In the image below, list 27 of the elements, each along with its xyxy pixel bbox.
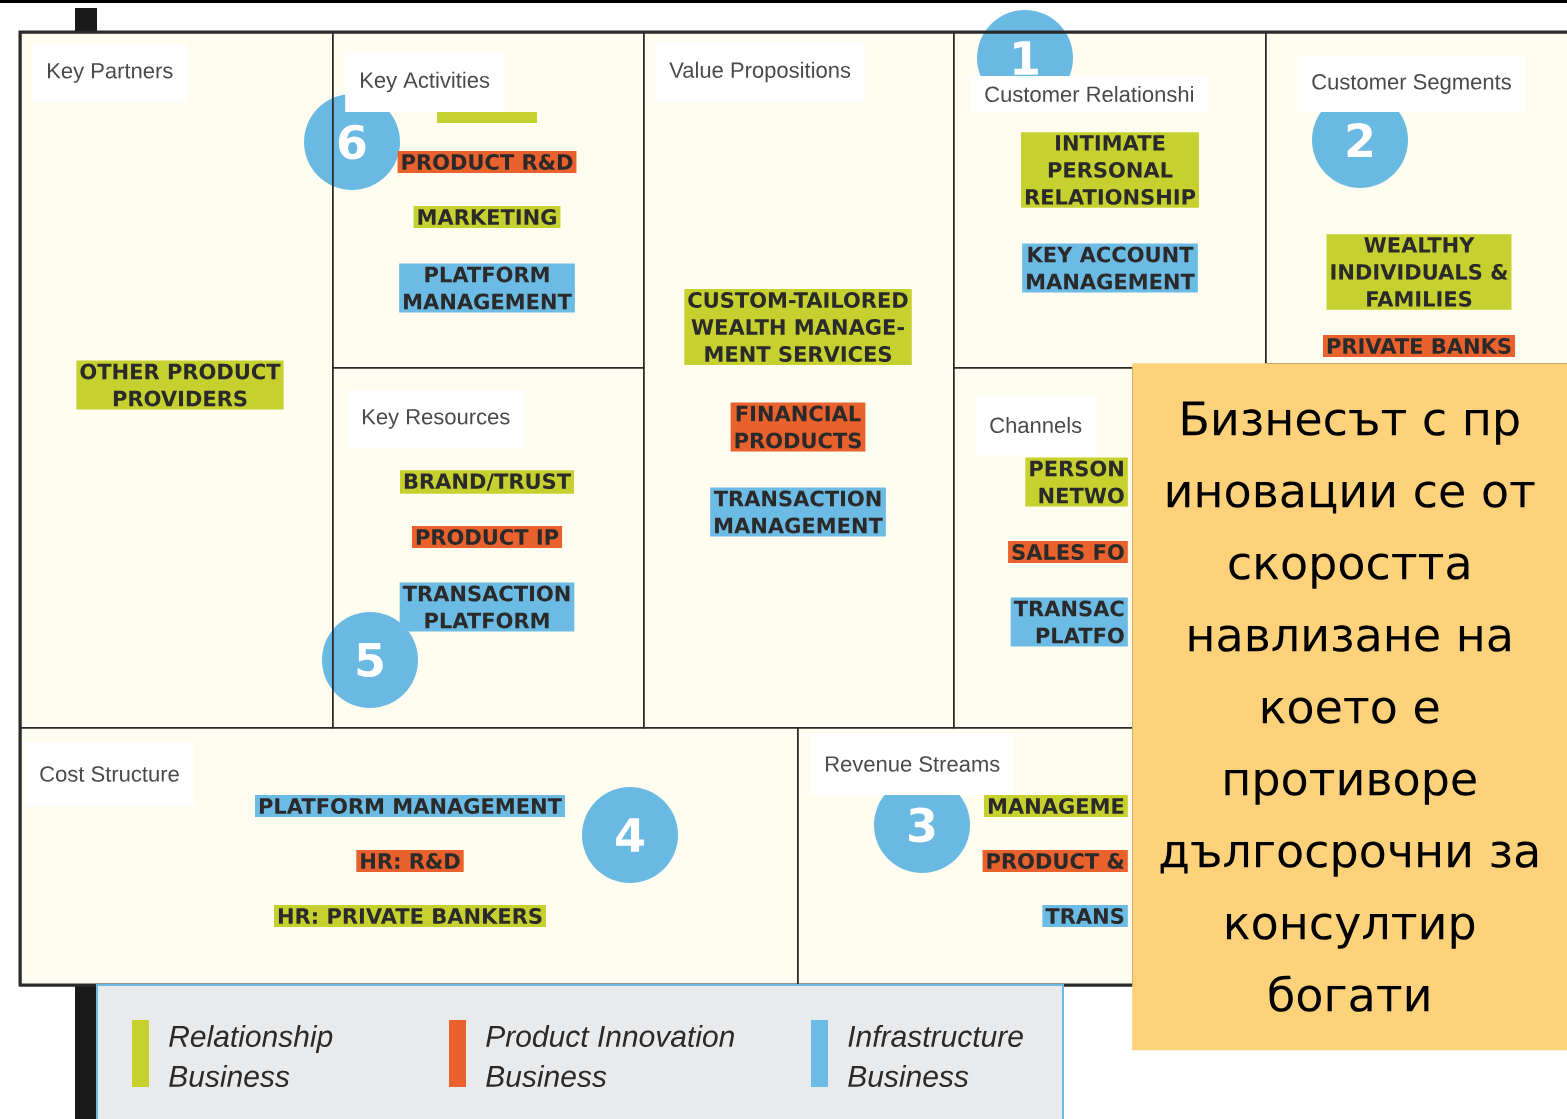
highlighted-label: PRODUCT & xyxy=(982,850,1128,872)
highlighted-label: PERSON NETWO xyxy=(1025,457,1128,507)
highlighted-label: HR: R&D xyxy=(356,850,464,872)
legend-label: Product Innovation Business xyxy=(486,1025,734,1088)
highlighted-label: OTHER PRODUCT PROVIDERS xyxy=(76,360,284,410)
highlighted-label: PRODUCT IP xyxy=(411,526,563,548)
highlighted-label: CUSTOM-TAILORED WEALTH MANAGE- MENT SERVICES xyxy=(684,289,912,365)
highlighted-label: SALES FO xyxy=(1008,541,1128,563)
highlighted-label: FINANCIAL PRODUCTS xyxy=(730,402,866,452)
highlighted-label: MARKETING xyxy=(413,206,561,228)
highlighted-label: TRANS xyxy=(1042,905,1128,927)
highlighted-label: WEALTHY INDIVIDUALS & FAMILIES xyxy=(1326,234,1512,310)
note-box: Бизнесът с пр иновации се от скоростта навлизане на което е противоре дългосрочни за консултир богати xyxy=(1132,363,1567,1051)
highlighted-label: PLATFORM MANAGEMENT xyxy=(255,795,565,817)
highlighted-label: HR: PRIVATE BANKERS xyxy=(274,905,546,927)
highlighted-label: MANAGEME xyxy=(984,795,1128,817)
highlighted-label: PLATFORM MANAGEMENT xyxy=(399,263,575,313)
highlighted-label: BRAND/TRUST xyxy=(399,470,575,494)
highlighted-label: INTIMATE PERSONAL RELATIONSHIP xyxy=(1021,132,1199,208)
legend-label: Infrastructure Business xyxy=(848,1025,1023,1088)
highlighted-label: TRANSACTION MANAGEMENT xyxy=(710,487,886,537)
highlighted-label: PRIVATE BANKS xyxy=(1323,335,1516,357)
highlighted-label: PRODUCT R&D xyxy=(397,151,577,173)
legend-label: Relationship Business xyxy=(169,1025,333,1088)
highlighted-label: TRANSAC PLATFO xyxy=(1010,597,1128,647)
highlighted-label: KEY ACCOUNT MANAGEMENT xyxy=(1022,243,1198,293)
highlighted-label: TRANSACTION PLATFORM xyxy=(399,582,575,632)
